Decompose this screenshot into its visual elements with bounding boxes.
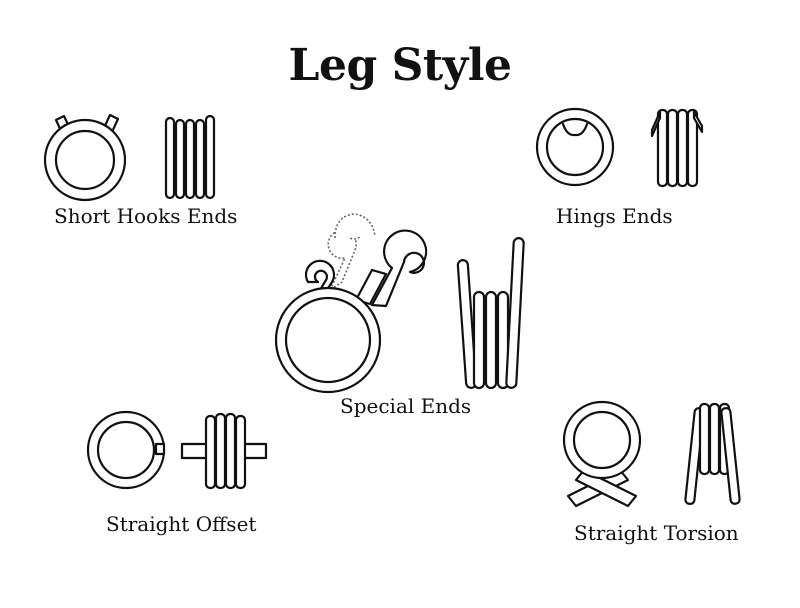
label-short-hooks-ends: Short Hooks Ends [54,204,238,228]
hinge-coil-icon [650,108,704,188]
label-hinge-ends: Hings Ends [556,204,673,228]
hinge-ring-icon [535,107,615,187]
straight-torsion-ring-icon [562,400,642,508]
label-straight-offset: Straight Offset [106,512,257,536]
label-special-ends: Special Ends [340,394,472,418]
label-straight-torsion: Straight Torsion [574,521,739,545]
straight-torsion-coil-icon [684,402,741,505]
straight-offset-coil-icon [180,412,268,490]
special-coil-icon [456,236,525,390]
straight-offset-ring-icon [86,410,166,490]
short-hooks-ring-icon [43,113,127,202]
diagram-title: Leg Style [288,40,512,91]
special-ring-icon [274,213,428,394]
short-hooks-coil-icon [164,114,216,200]
